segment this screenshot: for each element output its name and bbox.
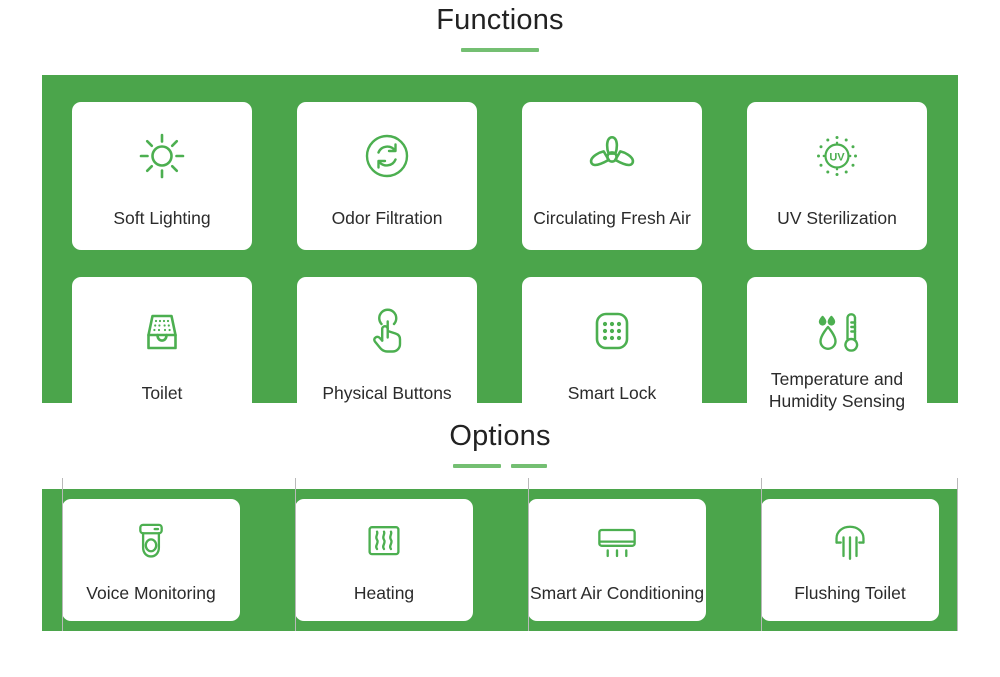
thermometer-droplet-icon	[809, 303, 865, 359]
dome-camera-icon	[125, 517, 177, 569]
function-card-physical-buttons[interactable]: Physical Buttons	[297, 277, 477, 425]
uv-lamp-icon: UV	[809, 128, 865, 184]
page-title-functions: Functions	[436, 4, 564, 36]
options-card-grid: Voice Monitoring Heating	[62, 499, 939, 621]
refresh-cycle-icon	[359, 128, 415, 184]
function-card-smart-lock[interactable]: Smart Lock	[522, 277, 702, 425]
function-card-soft-lighting[interactable]: Soft Lighting	[72, 102, 252, 250]
rule-segment	[461, 48, 539, 52]
options-panel: Voice Monitoring Heating	[42, 489, 958, 631]
functions-title-rule	[0, 48, 1000, 52]
uv-icon-text: UV	[829, 152, 845, 164]
option-card-label: Voice Monitoring	[86, 583, 216, 604]
functions-panel: Soft Lighting Odor Filtration	[42, 75, 958, 425]
option-card-label: Flushing Toilet	[794, 583, 906, 604]
function-card-uv-sterilization[interactable]: UV UV Sterilization	[747, 102, 927, 250]
toilet-seat-icon	[134, 303, 190, 359]
air-conditioner-icon	[591, 517, 643, 569]
rule-segment	[511, 464, 547, 468]
function-card-label: Toilet	[141, 383, 183, 404]
sun-icon	[134, 128, 190, 184]
shower-spray-icon	[824, 517, 876, 569]
function-card-label: Physical Buttons	[322, 383, 452, 404]
function-card-label: Temperature and Humidity Sensing	[768, 369, 906, 412]
function-card-label: Circulating Fresh Air	[533, 208, 691, 229]
options-section-header: Options	[0, 422, 1000, 468]
fan-blades-icon	[584, 128, 640, 184]
keypad-lock-icon	[584, 303, 640, 359]
option-card-smart-air-conditioning[interactable]: Smart Air Conditioning	[528, 499, 706, 621]
function-card-circulating-fresh-air[interactable]: Circulating Fresh Air	[522, 102, 702, 250]
heat-waves-icon	[358, 517, 410, 569]
functions-card-grid: Soft Lighting Odor Filtration	[72, 102, 928, 425]
function-card-odor-filtration[interactable]: Odor Filtration	[297, 102, 477, 250]
option-card-label: Heating	[353, 583, 415, 604]
rule-segment	[453, 464, 501, 468]
function-card-label: Smart Lock	[567, 383, 657, 404]
option-card-heating[interactable]: Heating	[295, 499, 473, 621]
function-card-label: UV Sterilization	[777, 208, 897, 229]
function-card-temperature-humidity-sensing[interactable]: Temperature and Humidity Sensing	[747, 277, 927, 425]
option-card-voice-monitoring[interactable]: Voice Monitoring	[62, 499, 240, 621]
tapping-hand-icon	[359, 303, 415, 359]
function-card-toilet[interactable]: Toilet	[72, 277, 252, 425]
option-card-flushing-toilet[interactable]: Flushing Toilet	[761, 499, 939, 621]
page-title-options: Options	[449, 420, 551, 452]
function-card-label: Soft Lighting	[113, 208, 211, 229]
options-title-rule	[0, 464, 1000, 468]
option-card-label: Smart Air Conditioning	[529, 583, 705, 604]
function-card-label: Odor Filtration	[331, 208, 443, 229]
functions-section-header: Functions	[0, 6, 1000, 52]
